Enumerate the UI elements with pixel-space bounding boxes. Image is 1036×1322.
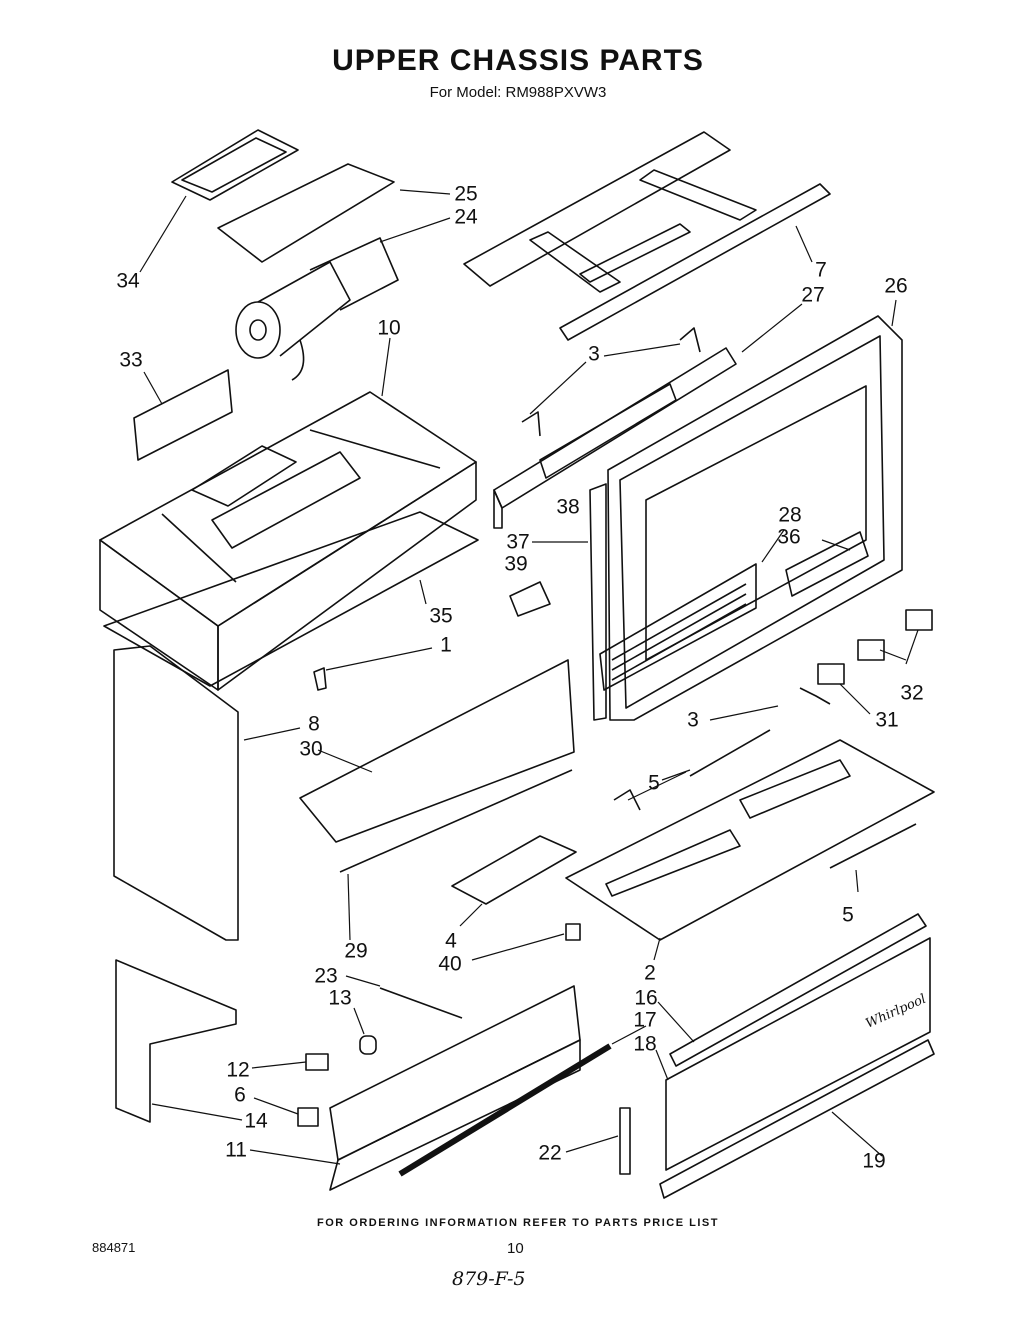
callout-5-right: 5 (842, 903, 854, 927)
callout-28: 28 (778, 503, 802, 527)
callout-23: 23 (314, 964, 338, 988)
part-33-panel (133, 369, 233, 461)
callout-26: 26 (884, 274, 908, 298)
callout-38: 38 (556, 495, 580, 519)
part-5-strip-a (689, 729, 771, 777)
page-title: UPPER CHASSIS PARTS (332, 44, 704, 77)
callout-19: 19 (862, 1149, 886, 1173)
part-34-bracket (171, 129, 299, 201)
callout-36: 36 (777, 525, 801, 549)
callout-40: 40 (438, 952, 462, 976)
callout-5-left: 5 (648, 771, 660, 795)
callout-11: 11 (225, 1138, 247, 1162)
callout-3-top: 3 (588, 342, 600, 366)
part-8-side-panel (113, 645, 239, 941)
part-30-duct (299, 659, 575, 843)
callout-27: 27 (801, 283, 825, 307)
callout-17: 17 (633, 1008, 657, 1032)
callout-32: 32 (900, 681, 924, 705)
callout-3-lower: 3 (687, 708, 699, 732)
part-28-filter (599, 563, 757, 691)
part-11-lower-housing (329, 985, 581, 1191)
part-7-top-frame (463, 131, 831, 341)
callout-24: 24 (454, 205, 478, 229)
part-26-door-frame (607, 315, 903, 721)
part-29-rod (339, 769, 573, 873)
part-14-bracket (115, 959, 237, 1123)
part-24-fan-motor (235, 237, 399, 381)
part-35-strip (103, 511, 479, 687)
part-25-plate (217, 163, 395, 263)
callout-14: 14 (244, 1109, 268, 1133)
part-37-strip (589, 483, 607, 721)
callout-33: 33 (119, 348, 143, 372)
callout-30: 30 (299, 737, 323, 761)
callout-10: 10 (377, 316, 401, 340)
leader-lines (139, 189, 919, 1165)
page-number: 10 (507, 1240, 524, 1257)
callout-25: 25 (454, 182, 478, 206)
part-22-post (619, 1107, 631, 1175)
part-5-strip-b (829, 823, 917, 869)
callout-31: 31 (875, 708, 899, 732)
part-13-knob (359, 1035, 377, 1055)
callout-2: 2 (644, 961, 656, 985)
callout-22: 22 (538, 1141, 562, 1165)
callout-8: 8 (308, 712, 320, 736)
model-subtitle: For Model: RM988PXVW3 (429, 84, 607, 101)
document-number: 884871 (92, 1240, 136, 1255)
part-18-front-panel (665, 937, 931, 1171)
callout-1: 1 (440, 633, 452, 657)
part-23-screw (379, 987, 463, 1019)
callout-12: 12 (226, 1058, 250, 1082)
callout-7: 7 (815, 258, 827, 282)
callout-4: 4 (445, 929, 457, 953)
part-2-bottom-plate (565, 739, 935, 941)
part-10-upper-housing (99, 391, 477, 691)
callout-34: 34 (116, 269, 140, 293)
part-16-rail (669, 913, 927, 1067)
callout-29: 29 (344, 939, 368, 963)
part-32-switches (817, 609, 933, 685)
callout-16: 16 (634, 986, 658, 1010)
brand-mark: Whirlpool (864, 992, 929, 1032)
callout-6: 6 (234, 1083, 246, 1107)
part-19-rail (659, 1039, 935, 1199)
part-4-grille (451, 835, 577, 905)
part-39-block (509, 581, 551, 617)
part-38-control-panel (493, 347, 737, 529)
callout-39: 39 (504, 552, 528, 576)
part-12-clip (305, 1053, 329, 1071)
callout-18: 18 (633, 1032, 657, 1056)
callout-35: 35 (429, 604, 453, 628)
callout-37: 37 (506, 530, 530, 554)
part-1-clip (313, 667, 327, 691)
part-6-clip (297, 1107, 319, 1127)
handwritten-note: 879-F-5 (452, 1268, 526, 1290)
part-17-tube (398, 1043, 612, 1177)
part-3-brackets (521, 327, 831, 811)
ordering-note: FOR ORDERING INFORMATION REFER TO PARTS … (317, 1217, 719, 1229)
callout-13: 13 (328, 986, 352, 1010)
part-40-clip (565, 923, 581, 941)
